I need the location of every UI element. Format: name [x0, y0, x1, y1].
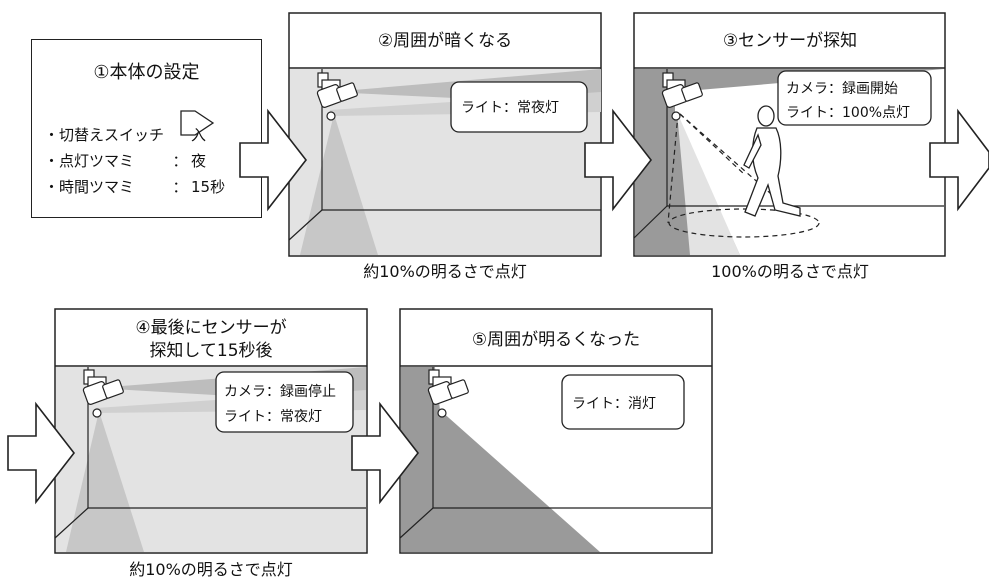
step-arrow-icon	[584, 108, 653, 212]
panel-caption: 100%の明るさで点灯	[711, 262, 869, 281]
step-arrow-icon	[239, 108, 308, 212]
panel-sensor-detect: ③センサーが探知 カメラ：録画開始 ライト：100%点灯 100%の明るさで点灯	[633, 12, 946, 281]
setup-title: ①本体の設定	[93, 62, 200, 83]
panel-dark: ②周囲が暗くなる ライト：常夜灯 約10%の明るさで点灯	[288, 12, 602, 281]
setup-label: ・切替えスイッチ	[44, 126, 165, 144]
setup-sep: ：	[172, 152, 188, 170]
light-fixture-icon	[661, 72, 703, 121]
status-line: ライト：消灯	[572, 396, 656, 412]
beam-floor	[677, 112, 740, 255]
floor-corner	[288, 209, 323, 241]
panel-title: 探知して15秒後	[149, 341, 272, 361]
beam-floor	[66, 411, 144, 552]
panel-caption: 約10%の明るさで点灯	[363, 262, 527, 281]
status-line: カメラ：録画開始	[786, 81, 898, 97]
status-line: ライト：100%点灯	[786, 105, 910, 121]
sensor-range	[668, 208, 820, 238]
time-knob-value: 15秒	[191, 178, 226, 196]
status-line: ライト：常夜灯	[224, 409, 322, 425]
status-box	[777, 70, 932, 126]
sensor-line	[667, 113, 679, 224]
floor-corner	[399, 507, 434, 539]
switch-pointer-icon	[180, 110, 215, 136]
sensor-line	[679, 113, 746, 176]
setup-row-light-knob: ・点灯ツマミ ：夜	[44, 150, 206, 171]
setup-label: ・時間ツマミ	[44, 178, 135, 196]
panel-title: ③センサーが探知	[723, 31, 857, 51]
setup-sep: ：	[172, 178, 188, 196]
status-box	[215, 371, 354, 433]
light-fixture-icon	[82, 369, 124, 418]
beam-floor	[300, 114, 378, 255]
setup-box: ①本体の設定 ・切替えスイッチ入 ・点灯ツマミ：夜 ・時間ツマミ：15秒	[31, 39, 262, 218]
status-box	[450, 81, 588, 133]
step-arrow-icon	[7, 401, 76, 505]
status-line: カメラ：録画停止	[224, 383, 336, 400]
step-arrow-icon	[351, 401, 420, 505]
panel-title: ②周囲が暗くなる	[378, 31, 512, 51]
light-fixture-icon	[316, 72, 358, 121]
floor-corner	[633, 205, 668, 239]
panel-title: ⑤周囲が明るくなった	[472, 330, 640, 350]
status-box	[561, 374, 685, 430]
setup-row-time-knob: ・時間ツマミ ：15秒	[44, 176, 225, 197]
walking-person-icon	[743, 105, 801, 217]
shade-fill	[401, 367, 600, 552]
step-arrow-icon	[929, 108, 989, 212]
light-knob-value: 夜	[191, 152, 207, 170]
setup-label: ・点灯ツマミ	[44, 152, 135, 170]
panel-title: ④最後にセンサーが	[135, 318, 286, 338]
light-fixture-icon	[427, 369, 469, 418]
panel-caption: 約10%の明るさで点灯	[129, 560, 293, 579]
floor-corner	[54, 507, 89, 539]
panel-bright: ⑤周囲が明るくなった ライト：消灯	[399, 308, 713, 554]
panel-after-detect: ④最後にセンサーが 探知して15秒後 カメラ：録画停止 ライト：常夜灯 約10%…	[54, 308, 368, 579]
status-line: ライト：常夜灯	[461, 100, 559, 116]
